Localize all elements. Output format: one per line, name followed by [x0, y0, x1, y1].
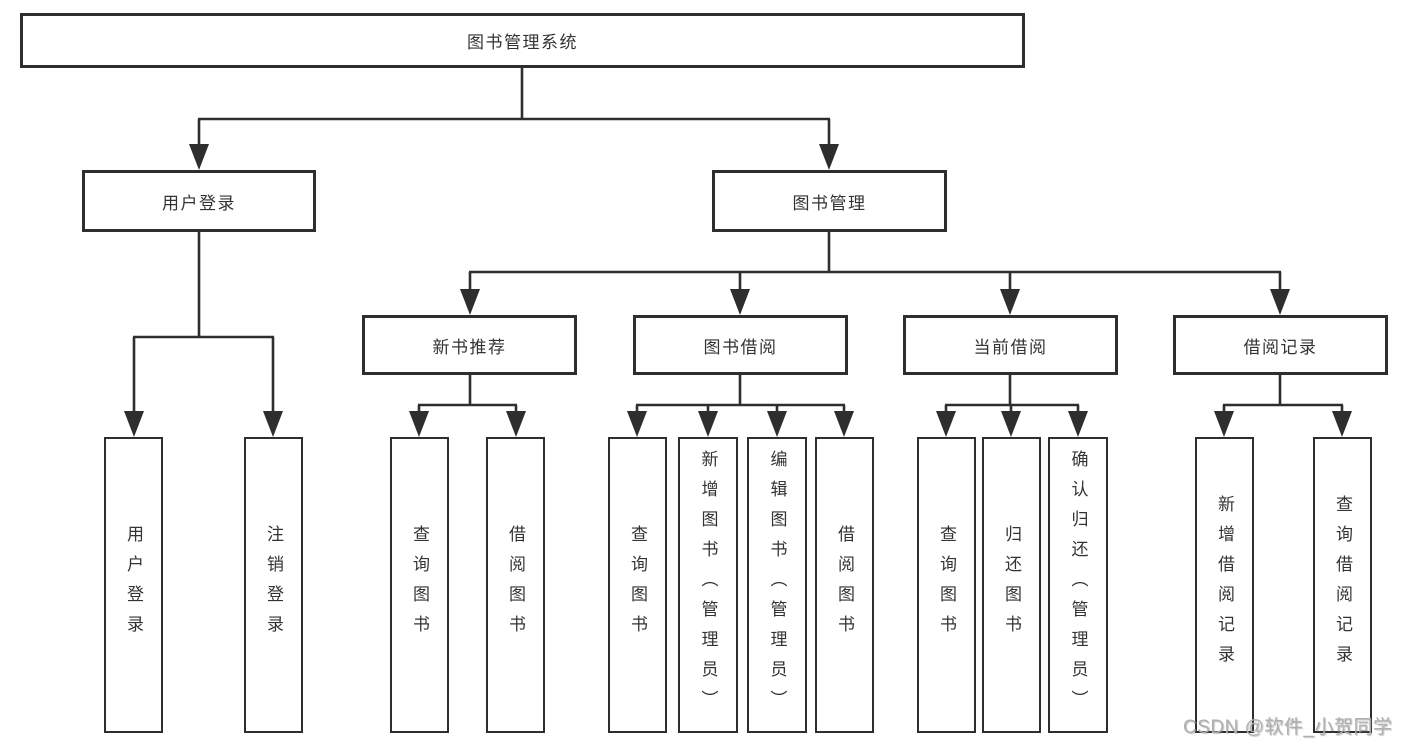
- arrow-down-icon: [189, 144, 209, 170]
- node-label: 借阅记录: [1243, 337, 1318, 357]
- leaf-query-books-borrow: 查询图书: [608, 437, 667, 733]
- node-label: 图书管理: [792, 193, 867, 213]
- arrow-down-icon: [698, 411, 718, 437]
- node-label: 当前借阅: [973, 337, 1048, 357]
- arrow-down-icon: [506, 411, 526, 437]
- arrow-down-icon: [460, 289, 480, 315]
- node-new-book-recommend: 新书推荐: [362, 315, 577, 375]
- arrow-down-icon: [767, 411, 787, 437]
- node-label: 借阅图书: [506, 525, 525, 645]
- node-label: 确认归还（管理员）: [1068, 450, 1088, 720]
- arrow-down-icon: [1214, 411, 1234, 437]
- leaf-user-login: 用户登录: [104, 437, 163, 733]
- node-label: 图书管理系统: [467, 33, 578, 52]
- node-label: 查询图书: [410, 525, 429, 645]
- leaf-return-book: 归还图书: [982, 437, 1041, 733]
- node-label: 新增借阅记录: [1215, 495, 1234, 675]
- leaf-logout: 注销登录: [244, 437, 303, 733]
- arrow-down-icon: [1000, 289, 1020, 315]
- node-label: 查询借阅记录: [1333, 495, 1352, 675]
- node-label: 查询图书: [628, 525, 647, 645]
- node-label: 查询图书: [937, 525, 956, 645]
- node-label: 图书借阅: [703, 337, 778, 357]
- arrow-down-icon: [834, 411, 854, 437]
- node-label: 用户登录: [162, 193, 236, 213]
- node-label: 归还图书: [1002, 525, 1021, 645]
- node-user-login-branch: 用户登录: [82, 170, 316, 232]
- node-label: 新增图书（管理员）: [698, 450, 718, 720]
- arrow-down-icon: [263, 411, 283, 437]
- arrow-down-icon: [1270, 289, 1290, 315]
- arrow-down-icon: [1332, 411, 1352, 437]
- node-label: 用户登录: [124, 525, 143, 645]
- leaf-query-books-recommend: 查询图书: [390, 437, 449, 733]
- node-book-borrow: 图书借阅: [633, 315, 848, 375]
- arrow-down-icon: [730, 289, 750, 315]
- leaf-confirm-return-admin: 确认归还（管理员）: [1048, 437, 1108, 733]
- node-book-management-branch: 图书管理: [712, 170, 947, 232]
- leaf-add-borrow-record: 新增借阅记录: [1195, 437, 1254, 733]
- arrow-down-icon: [409, 411, 429, 437]
- leaf-add-book-admin: 新增图书（管理员）: [678, 437, 738, 733]
- arrow-down-icon: [936, 411, 956, 437]
- node-label: 注销登录: [264, 525, 283, 645]
- arrow-down-icon: [124, 411, 144, 437]
- arrow-down-icon: [819, 144, 839, 170]
- node-label: 借阅图书: [835, 525, 854, 645]
- node-borrow-records: 借阅记录: [1173, 315, 1388, 375]
- arrow-down-icon: [1001, 411, 1021, 437]
- arrow-down-icon: [1068, 411, 1088, 437]
- arrowheads: [124, 144, 1352, 437]
- node-current-borrow: 当前借阅: [903, 315, 1118, 375]
- node-label: 新书推荐: [432, 337, 507, 357]
- arrow-down-icon: [627, 411, 647, 437]
- leaf-query-borrow-record: 查询借阅记录: [1313, 437, 1372, 733]
- csdn-watermark: CSDN @软件_小贺同学: [1183, 717, 1393, 738]
- leaf-borrow-books-recommend: 借阅图书: [486, 437, 545, 733]
- leaf-query-books-current: 查询图书: [917, 437, 976, 733]
- leaf-edit-book-admin: 编辑图书（管理员）: [747, 437, 807, 733]
- node-library-system: 图书管理系统: [20, 13, 1025, 68]
- node-label: 编辑图书（管理员）: [767, 450, 787, 720]
- leaf-borrow-books: 借阅图书: [815, 437, 874, 733]
